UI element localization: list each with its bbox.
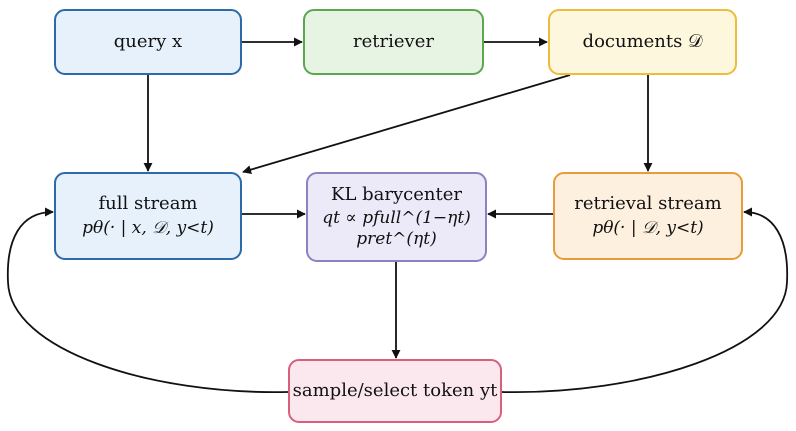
node-retriever-label: retriever bbox=[353, 30, 434, 52]
node-documents: documents 𝒟 bbox=[548, 9, 737, 75]
node-retrieval-stream-label: retrieval stream bbox=[574, 193, 722, 215]
node-full-stream: full stream pθ(· | x, 𝒟, y<t) bbox=[54, 172, 242, 260]
node-retriever: retriever bbox=[303, 9, 484, 75]
arrow-feedback-to-retrieval-stream bbox=[501, 207, 789, 393]
node-kl-barycenter-label: KL barycenter bbox=[331, 183, 462, 205]
node-retrieval-stream-formula: pθ(· | 𝒟, y<t) bbox=[592, 217, 704, 238]
node-documents-label: documents 𝒟 bbox=[582, 30, 703, 52]
arrow-feedback-to-full-stream bbox=[6, 207, 289, 393]
node-sample-token-label: sample/select token yt bbox=[292, 379, 498, 401]
node-retrieval-stream: retrieval stream pθ(· | 𝒟, y<t) bbox=[553, 172, 743, 260]
node-kl-barycenter-formula: qt ∝ pfull^(1−ηt) pret^(ηt) bbox=[322, 208, 471, 250]
node-kl-barycenter: KL barycenter qt ∝ pfull^(1−ηt) pret^(ηt… bbox=[306, 172, 487, 262]
node-sample-token: sample/select token yt bbox=[288, 359, 502, 423]
arrow-documents-to-full-stream bbox=[242, 74, 571, 175]
node-full-stream-label: full stream bbox=[98, 193, 198, 215]
node-query: query x bbox=[54, 9, 242, 75]
node-query-label: query x bbox=[113, 30, 183, 52]
node-full-stream-formula: pθ(· | x, 𝒟, y<t) bbox=[82, 217, 214, 238]
